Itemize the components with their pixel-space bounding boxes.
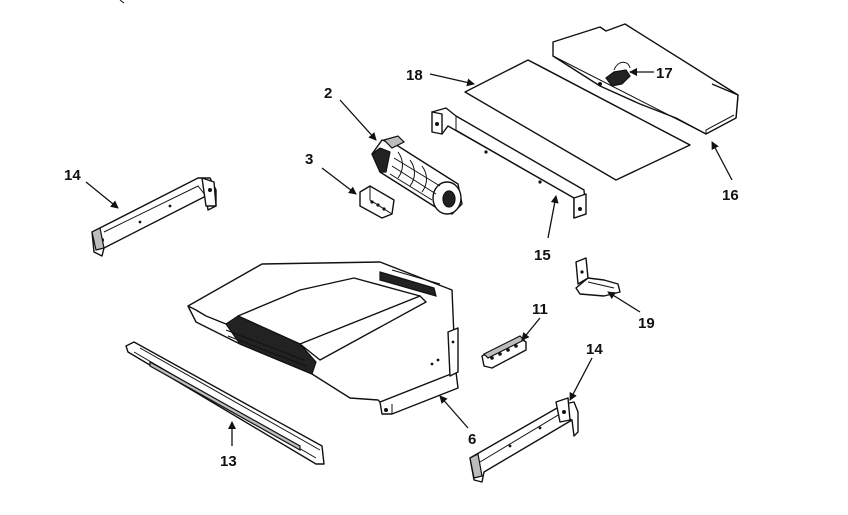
part-19-small-bracket [575,257,621,297]
callout-11: 11 [532,301,548,318]
part-14-right-bracket [469,397,579,483]
part-14-left-bracket [91,177,217,257]
part-6-duct-assembly [187,261,459,415]
callout-2: 2 [324,85,332,102]
callout-labels: 2 3 18 17 16 15 14 11 19 14 6 13 [64,65,739,470]
callout-3: 3 [305,151,313,168]
callout-14-left: 14 [64,167,81,184]
part-11-connector-strip [481,335,527,369]
callout-19: 19 [638,315,655,332]
callout-6: 6 [468,431,476,448]
callout-13: 13 [220,453,237,470]
part-13-rail [125,341,325,465]
callout-15: 15 [534,247,551,264]
part-3-terminal-block [359,185,395,219]
part-17-clip [598,61,631,87]
part-15-bracket [431,107,587,219]
part-2-blower-motor [371,135,463,215]
callout-14-right: 14 [586,341,603,358]
callout-17: 17 [656,65,673,82]
tick-mark [119,0,125,4]
callout-16: 16 [722,187,739,204]
leader-lines [85,68,733,446]
part-18-sheet [464,59,691,181]
callout-18: 18 [406,67,423,84]
part-16-panel [552,23,739,135]
